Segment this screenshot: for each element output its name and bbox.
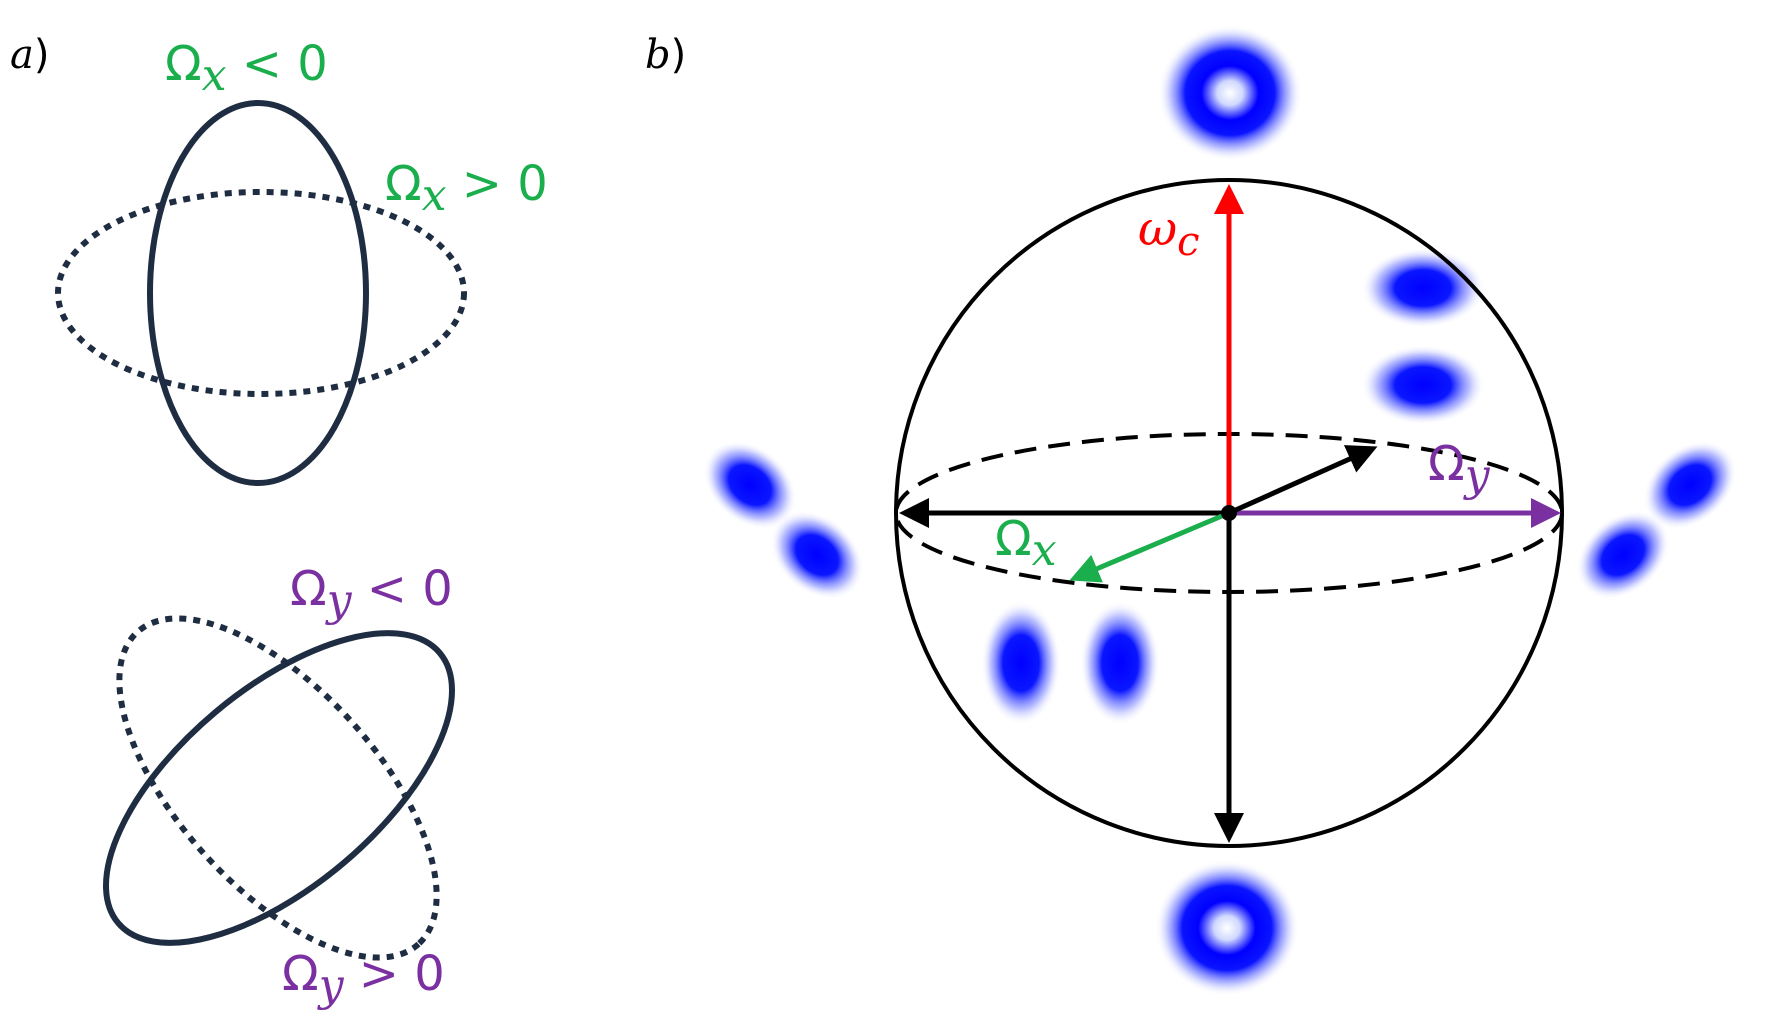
label-omega-y: Ωy: [1428, 436, 1491, 501]
label-omega-x: Ωx: [995, 511, 1057, 576]
arrow-omega-x: [1069, 510, 1230, 583]
mode-upper-right-lobe-2: [1361, 345, 1485, 425]
label-omega-y-negative: Ωy < 0: [290, 561, 453, 626]
mode-bottom-donut: [1155, 860, 1299, 996]
arrow-state-vector: [1227, 445, 1378, 516]
mode-top-donut: [1158, 25, 1302, 161]
mode-left-lobe-2: [770, 510, 864, 600]
label-omega-c: ωc: [1138, 201, 1200, 265]
mode-lower-left-lobe-2: [1080, 601, 1160, 725]
label-omega-x-negative: Ωx < 0: [165, 36, 328, 101]
ellipse-omega-x-negative: [147, 100, 369, 486]
mode-right-lobe-2: [1576, 510, 1670, 600]
panel-a-label: a): [10, 32, 49, 78]
mode-upper-right-lobe-1: [1361, 248, 1485, 328]
panel-b-label: b): [645, 32, 686, 78]
mode-right-lobe-1: [1643, 440, 1737, 530]
label-omega-y-positive: Ωy > 0: [282, 946, 445, 1011]
panel-a: a) Ωx < 0 Ωx > 0 Ωy < 0 Ωy > 0: [10, 32, 548, 1011]
mode-images: [703, 25, 1737, 996]
mode-left-lobe-1: [703, 440, 797, 530]
mode-lower-left-lobe-1: [981, 601, 1061, 725]
ellipse-omega-y-negative: [103, 630, 455, 946]
sphere-center-dot: [1221, 505, 1237, 521]
ellipse-omega-x-positive: [55, 189, 467, 397]
panel-b: b) ωc Ωx: [645, 25, 1737, 996]
ellipse-omega-y-positive: [116, 615, 440, 961]
label-omega-x-positive: Ωx > 0: [385, 156, 548, 221]
